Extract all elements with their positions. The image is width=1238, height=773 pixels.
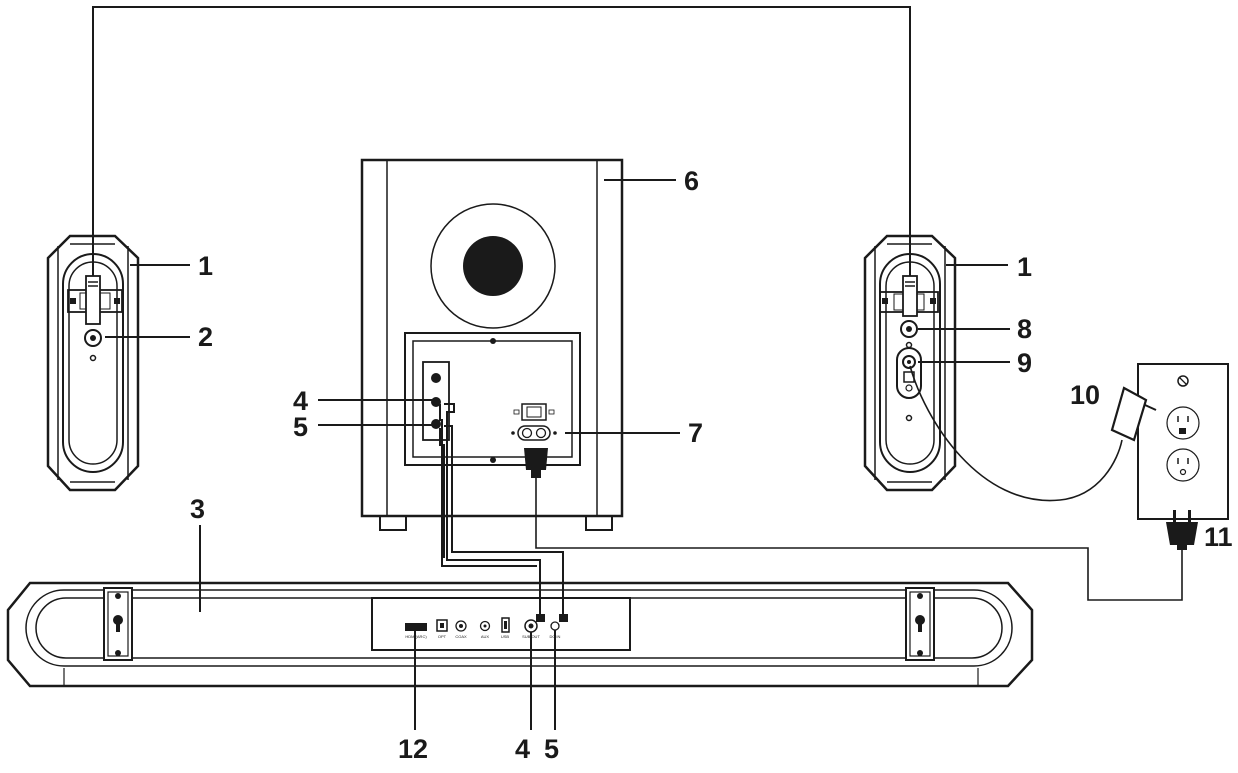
left-satellite-speaker: [46, 234, 140, 492]
subwoofer-ac-socket[interactable]: [517, 425, 551, 441]
subwoofer-power-plug: [524, 448, 548, 470]
label-coax: COAX: [455, 634, 467, 639]
callout-12: 12: [398, 734, 428, 764]
callout-9: 9: [1017, 348, 1032, 378]
callout-8: 8: [1017, 314, 1032, 344]
callout-10: 10: [1070, 380, 1100, 410]
callout-6: 6: [684, 166, 699, 196]
left-speaker-plug: [85, 275, 101, 325]
label-hdmi-arc: HDMI(ARC): [405, 634, 427, 639]
callout-11: 11: [1204, 522, 1233, 552]
callout-7: 7: [688, 418, 703, 448]
soundbar-port-panel: [371, 597, 631, 651]
subwoofer-ac-cord: [535, 478, 1183, 601]
left-keyhole-mount: [103, 587, 133, 661]
adapter-cord: [909, 365, 1123, 502]
right-speaker-screw-icon: [905, 414, 913, 422]
subwoofer: [360, 158, 624, 531]
ac-plug: [1166, 510, 1198, 550]
left-speaker-screw-icon: [89, 354, 97, 362]
right-keyhole-mount: [905, 587, 935, 661]
label-aux: AUX: [481, 634, 490, 639]
outlet-socket-upper[interactable]: [1166, 406, 1200, 440]
hdmi-arc-port[interactable]: [405, 623, 427, 631]
callout-1-right: 1: [1017, 252, 1032, 282]
power-adapter: [1110, 386, 1157, 442]
signal-cable-outer: [444, 403, 541, 618]
soundbar: HDMI(ARC) OPT COAX AUX USB SUB OUT DC IN: [6, 581, 1034, 688]
subwoofer-power-switch[interactable]: [521, 403, 547, 421]
left-keyhole-icon: [113, 615, 123, 625]
right-speaker-dc-panel: [896, 347, 922, 399]
label-opt: OPT: [438, 634, 447, 639]
callout-5-sub: 5: [293, 412, 308, 442]
leader-lines: [105, 179, 1010, 730]
callout-4-bar: 4: [515, 734, 530, 764]
dc-cable-b: [439, 428, 445, 558]
outlet-socket-lower[interactable]: [1166, 448, 1200, 482]
signal-cable-inner: [444, 425, 564, 618]
callout-1-left: 1: [198, 251, 213, 281]
dc-in-port[interactable]: [550, 621, 560, 631]
callout-4-sub: 4: [293, 386, 308, 416]
callout-3: 3: [190, 494, 205, 524]
right-keyhole-icon: [915, 615, 925, 625]
callout-5-bar: 5: [544, 734, 559, 764]
subwoofer-driver-cone: [463, 236, 523, 296]
wall-outlet: [1137, 363, 1229, 520]
dc-cable: [439, 404, 537, 567]
callout-2: 2: [198, 322, 213, 352]
subwoofer-top-jack[interactable]: [431, 373, 441, 383]
label-usb: USB: [501, 634, 510, 639]
satellite-speaker-wire: [92, 6, 911, 300]
